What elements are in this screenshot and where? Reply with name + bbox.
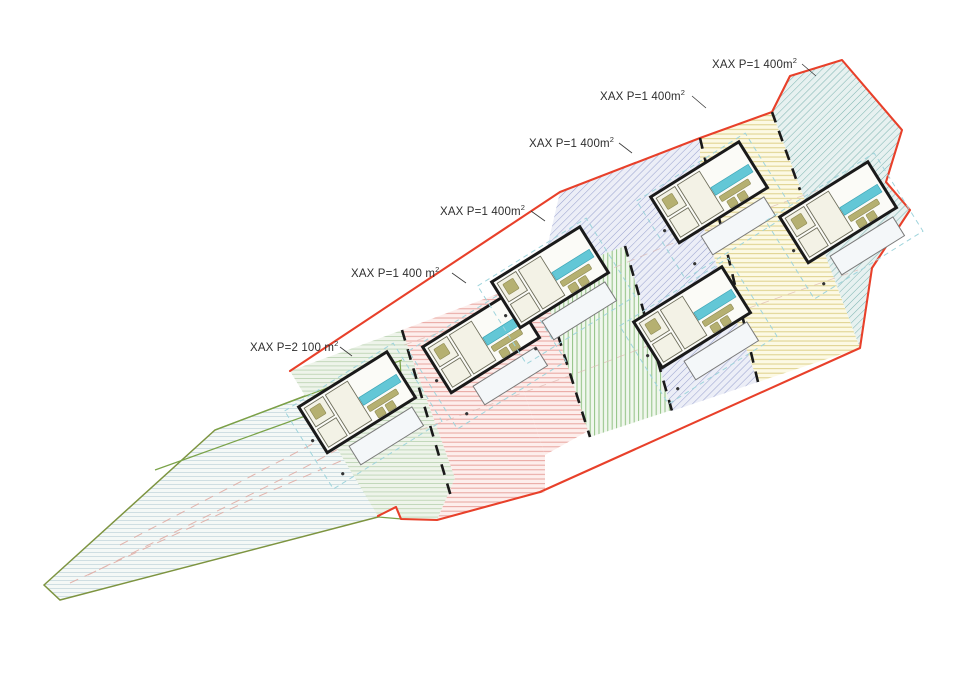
label-plot-3: XAX P=1 400m2 <box>440 203 525 218</box>
plot-labels: XAX P=2 100 m2 XAX P=1 400 m2 XAX P=1 40… <box>250 56 797 354</box>
divider-1-2 <box>400 329 454 501</box>
label-plot-6: XAX P=1 400m2 <box>712 56 797 71</box>
pool-1 <box>358 373 402 406</box>
label-leader-lines <box>339 63 817 357</box>
villa-2[interactable] <box>407 282 567 430</box>
villa-6[interactable] <box>764 152 924 300</box>
terrace-3 <box>541 281 618 341</box>
site-boundary <box>288 58 912 522</box>
label-plot-1: XAX P=2 100 m2 <box>250 339 338 354</box>
label-plot-5: XAX P=1 400m2 <box>600 88 685 103</box>
furniture-5 <box>661 178 751 210</box>
pool-6 <box>839 183 883 216</box>
pool-5 <box>710 163 754 196</box>
terrace-2 <box>472 346 549 406</box>
furniture-6 <box>790 198 880 230</box>
furniture-4 <box>644 303 734 335</box>
furniture-2 <box>433 328 523 360</box>
pool-3 <box>551 248 595 281</box>
divider-5-6 <box>770 111 802 191</box>
villa-5[interactable] <box>635 132 795 280</box>
terrace-5 <box>700 196 777 256</box>
villa-1[interactable] <box>283 342 443 490</box>
terrace-6 <box>829 216 906 276</box>
furniture-3 <box>502 263 592 295</box>
label-plot-4: XAX P=1 400m2 <box>529 135 614 150</box>
villa-4[interactable] <box>618 257 778 405</box>
label-plot-2: XAX P=1 400 m2 <box>351 265 439 280</box>
terrace-4 <box>683 321 760 381</box>
terrace-1 <box>348 406 425 466</box>
villa-3[interactable] <box>476 217 636 365</box>
pool-4 <box>693 288 737 321</box>
furniture-1 <box>309 388 399 420</box>
